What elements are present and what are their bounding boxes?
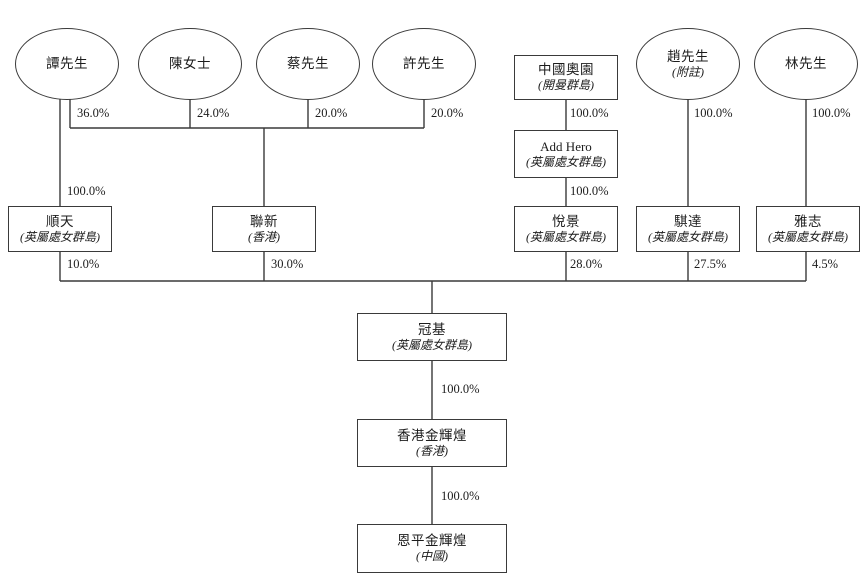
- node-name: 林先生: [785, 56, 827, 71]
- ownership-percentage: 100.0%: [67, 184, 106, 198]
- ownership-percentage: 30.0%: [271, 257, 304, 271]
- node-name: 趙先生: [667, 48, 709, 64]
- node-add-hero: Add Hero (英屬處女群島): [514, 130, 618, 178]
- ownership-percentage: 100.0%: [812, 106, 851, 120]
- node-note: (附註): [672, 64, 704, 79]
- connector-path: [59, 96, 807, 524]
- node-name: 恩平金輝煌: [397, 533, 467, 548]
- node-jurisdiction: (英屬處女群島): [392, 337, 472, 352]
- node-name: 譚先生: [46, 56, 88, 71]
- ownership-percentage: 20.0%: [315, 106, 348, 120]
- ownership-percentage: 100.0%: [441, 489, 480, 503]
- ownership-percentage: 24.0%: [197, 106, 230, 120]
- node-enping-golden-brilliant: 恩平金輝煌 (中國): [357, 524, 507, 573]
- node-mr-choi: 蔡先生: [256, 28, 360, 100]
- node-jurisdiction: (英屬處女群島): [648, 229, 728, 244]
- node-shun-tin: 順天 (英屬處女群島): [8, 206, 112, 252]
- node-mr-chiu: 趙先生 (附註): [636, 28, 740, 100]
- ownership-percentage: 100.0%: [441, 382, 480, 396]
- node-name: 騏達: [674, 213, 702, 229]
- node-jurisdiction: (開曼群島): [538, 78, 594, 92]
- node-mr-lam: 林先生: [754, 28, 858, 100]
- node-name: 冠基: [418, 321, 446, 337]
- node-jurisdiction: (香港): [416, 443, 448, 458]
- node-name: Add Hero: [540, 138, 592, 154]
- node-jurisdiction: (英屬處女群島): [526, 154, 606, 169]
- node-nga-chi: 雅志 (英屬處女群島): [756, 206, 860, 252]
- node-name: 悅景: [552, 213, 580, 229]
- ownership-percentage: 100.0%: [694, 106, 733, 120]
- node-name: 許先生: [403, 56, 445, 71]
- node-jurisdiction: (香港): [248, 229, 280, 244]
- node-name: 陳女士: [169, 56, 211, 71]
- ownership-percentage: 20.0%: [431, 106, 464, 120]
- ownership-percentage: 100.0%: [570, 184, 609, 198]
- node-china-aoyuan: 中國奧園 (開曼群島): [514, 55, 618, 100]
- ownership-percentage: 100.0%: [570, 106, 609, 120]
- ownership-percentage: 10.0%: [67, 257, 100, 271]
- node-mr-hui: 許先生: [372, 28, 476, 100]
- node-jurisdiction: (中國): [416, 549, 448, 563]
- node-ms-chan: 陳女士: [138, 28, 242, 100]
- node-mr-tam: 譚先生: [15, 28, 119, 100]
- node-name: 聯新: [250, 213, 278, 229]
- ownership-percentage: 36.0%: [77, 106, 110, 120]
- node-jurisdiction: (英屬處女群島): [768, 229, 848, 244]
- ownership-percentage: 27.5%: [694, 257, 727, 271]
- node-kei-tat: 騏達 (英屬處女群島): [636, 206, 740, 252]
- node-name: 蔡先生: [287, 56, 329, 71]
- ownership-percentage: 28.0%: [570, 257, 603, 271]
- node-hk-golden-brilliant: 香港金輝煌 (香港): [357, 419, 507, 467]
- node-kwun-kei: 冠基 (英屬處女群島): [357, 313, 507, 361]
- node-yuet-king: 悅景 (英屬處女群島): [514, 206, 618, 252]
- node-jurisdiction: (英屬處女群島): [526, 229, 606, 244]
- node-name: 順天: [46, 213, 74, 229]
- ownership-percentage: 4.5%: [812, 257, 839, 271]
- node-name: 中國奧園: [538, 62, 594, 77]
- node-name: 香港金輝煌: [397, 427, 467, 443]
- node-luen-san: 聯新 (香港): [212, 206, 316, 252]
- node-name: 雅志: [794, 213, 822, 229]
- node-jurisdiction: (英屬處女群島): [20, 229, 100, 244]
